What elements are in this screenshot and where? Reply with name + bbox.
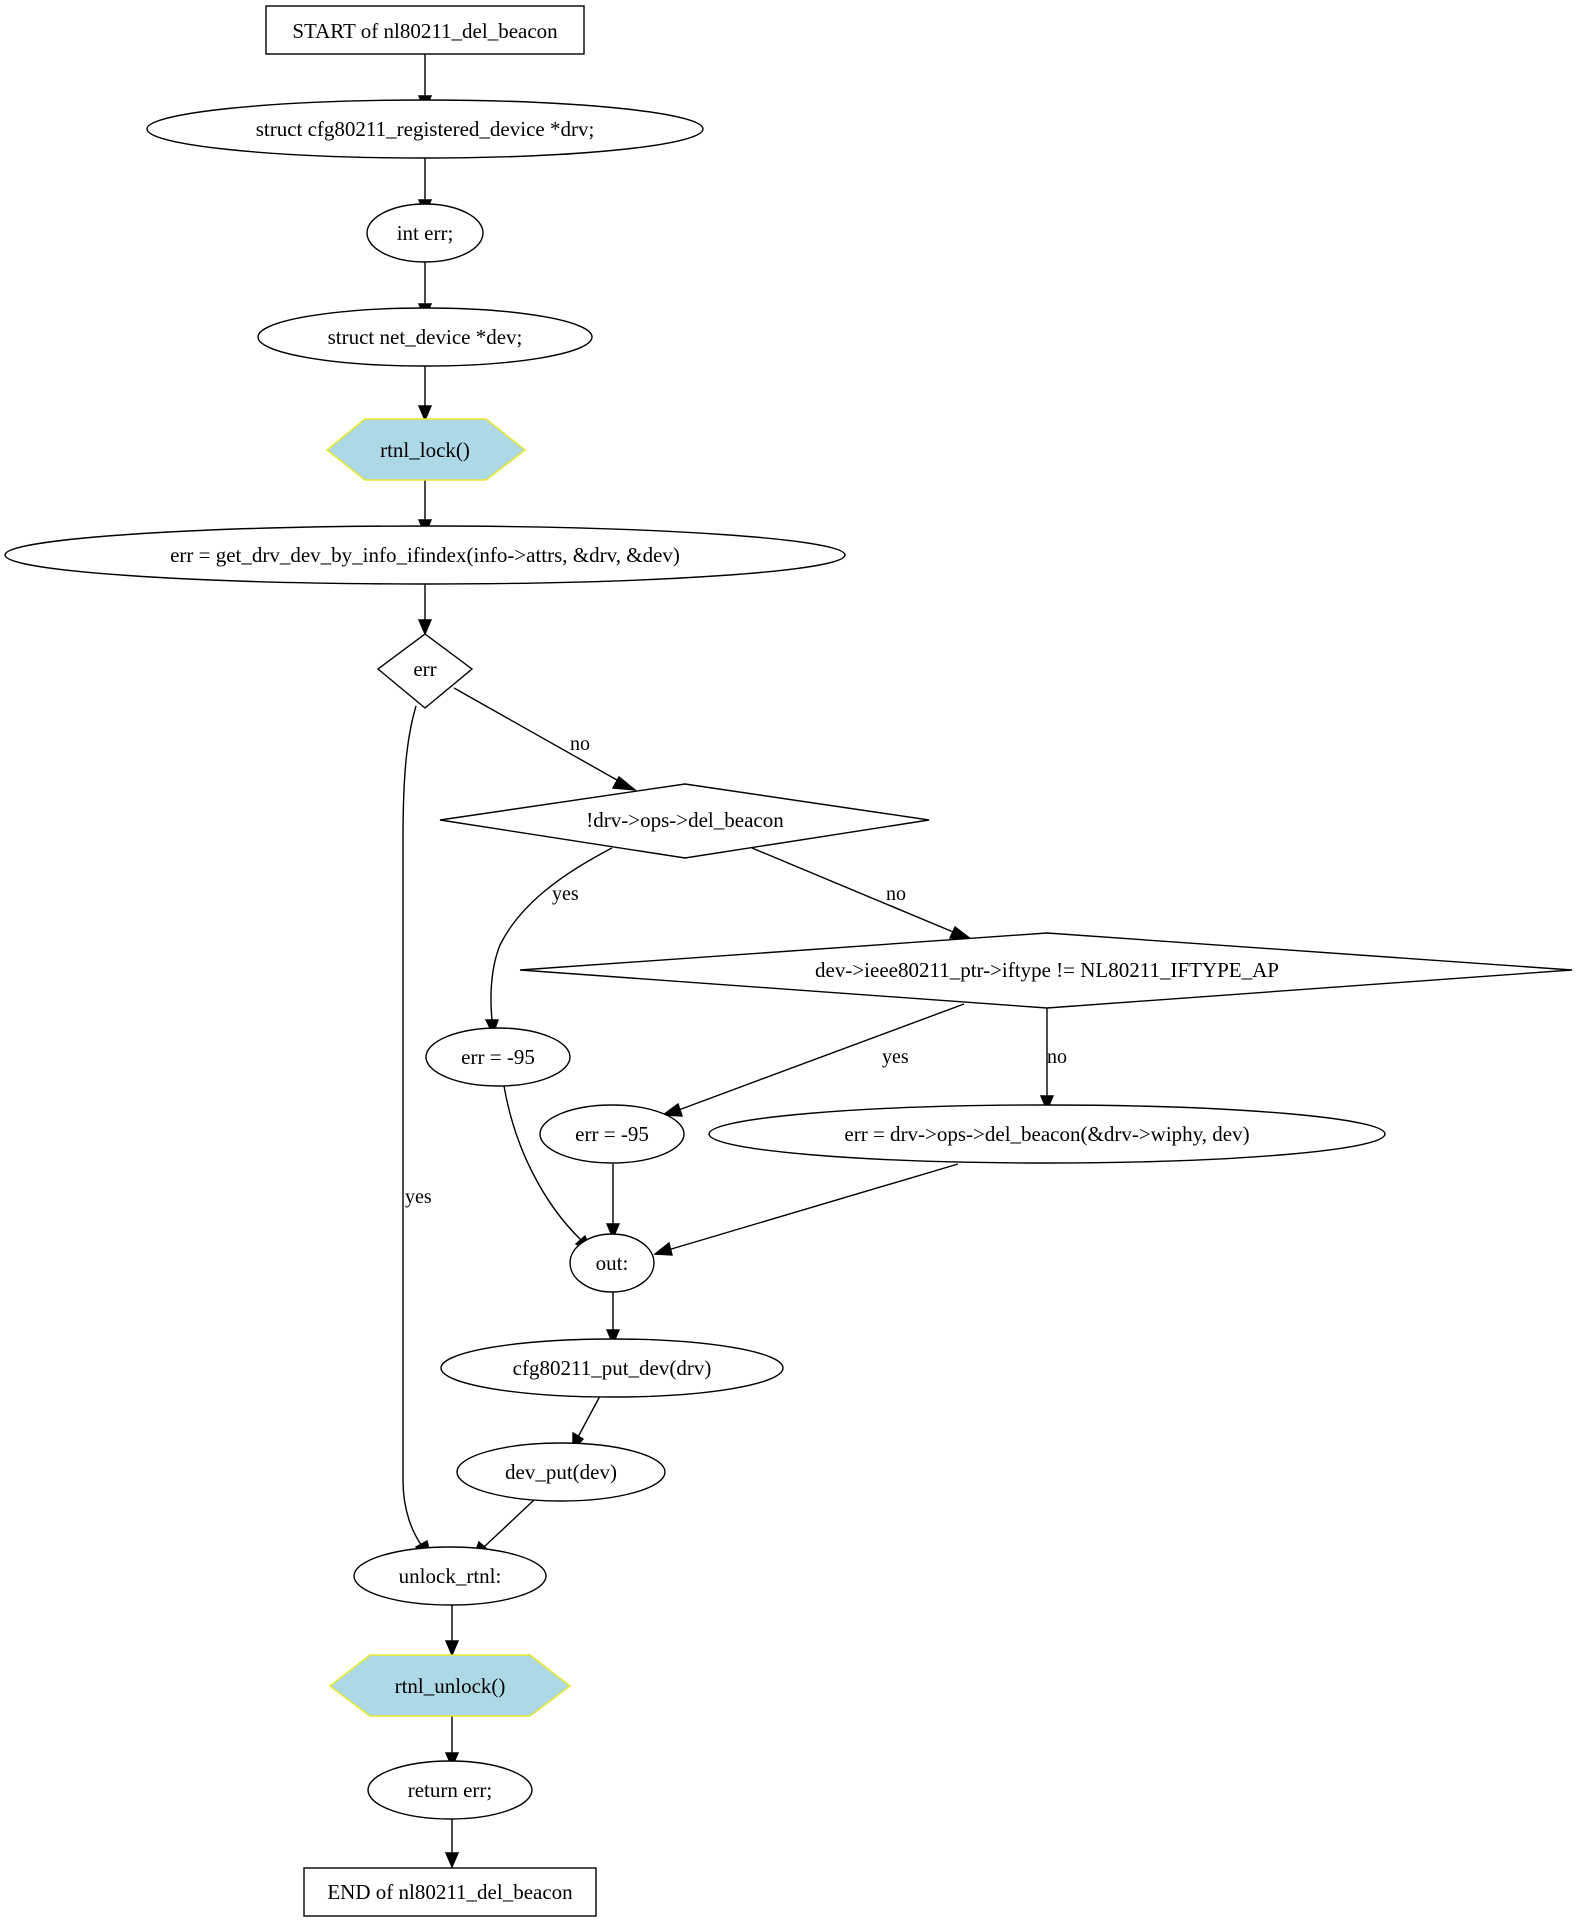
decl-drv-label: struct cfg80211_registered_device *drv; bbox=[256, 117, 595, 141]
cond-iftype-diamond bbox=[519, 932, 1573, 1009]
err95-a-node: err = -95 bbox=[425, 1027, 571, 1087]
edge-arrowhead bbox=[444, 1852, 460, 1869]
end-label: END of nl80211_del_beacon bbox=[327, 1880, 573, 1904]
start-box bbox=[265, 5, 585, 55]
edge-del-beacon-out bbox=[667, 1163, 959, 1251]
decl-err-label: int err; bbox=[397, 221, 454, 245]
edge-err95-a-out bbox=[503, 1085, 582, 1241]
cond-err-diamond bbox=[376, 633, 474, 709]
cond-err-label: err bbox=[413, 657, 436, 681]
cond-iftype-label: dev->ieee80211_ptr->iftype != NL80211_IF… bbox=[815, 958, 1279, 982]
edge-cond-ops-yes bbox=[490, 847, 613, 1021]
dev-put-node: dev_put(dev) bbox=[456, 1442, 666, 1502]
unlock-label-text: unlock_rtnl: bbox=[399, 1564, 502, 1588]
dev-put-label: dev_put(dev) bbox=[505, 1460, 617, 1484]
nodes: START of nl80211_del_beacon struct cfg80… bbox=[4, 5, 1573, 1917]
rtnl-unlock-hexagon bbox=[328, 1654, 572, 1717]
put-dev-label: cfg80211_put_dev(drv) bbox=[513, 1356, 712, 1380]
edge-arrowhead bbox=[484, 1019, 499, 1036]
edge-arrowhead bbox=[661, 1102, 683, 1117]
get-drv-label: err = get_drv_dev_by_info_ifindex(info->… bbox=[170, 543, 680, 567]
err95-a-label: err = -95 bbox=[461, 1045, 535, 1069]
decl-drv-ellipse bbox=[146, 99, 704, 159]
dev-put-ellipse bbox=[456, 1442, 666, 1502]
edge-cond-err-yes bbox=[402, 705, 423, 1547]
edge-cond-err-no bbox=[453, 687, 625, 785]
edge-arrowhead bbox=[611, 775, 638, 791]
cond-ops-diamond bbox=[439, 783, 930, 859]
decl-dev-ellipse bbox=[257, 307, 593, 367]
out-label: out: bbox=[596, 1251, 629, 1275]
end-node: END of nl80211_del_beacon bbox=[303, 1867, 597, 1917]
edge-arrowhead bbox=[444, 1752, 460, 1769]
edge-arrowhead bbox=[417, 405, 433, 422]
cond-iftype-node: dev->ieee80211_ptr->iftype != NL80211_IF… bbox=[519, 932, 1573, 1009]
decl-dev-label: struct net_device *dev; bbox=[328, 325, 523, 349]
get-drv-ellipse bbox=[4, 525, 846, 585]
cond-ops-node: !drv->ops->del_beacon bbox=[439, 783, 930, 859]
edge-arrowhead bbox=[605, 1329, 621, 1346]
edge-label-ops-yes: yes bbox=[552, 883, 579, 905]
start-node: START of nl80211_del_beacon bbox=[265, 5, 585, 55]
del-beacon-call-node: err = drv->ops->del_beacon(&drv->wiphy, … bbox=[708, 1104, 1386, 1164]
edge-label-err-yes: yes bbox=[405, 1186, 432, 1208]
rtnl-lock-hexagon bbox=[325, 418, 527, 481]
edge-put-dev-dev-put bbox=[577, 1395, 601, 1438]
edge-dev-put-unlock bbox=[483, 1499, 535, 1548]
return-node: return err; bbox=[367, 1760, 533, 1820]
edge-labels: no yes yes no yes no bbox=[405, 733, 1067, 1208]
cond-err-node: err bbox=[376, 633, 474, 709]
start-label: START of nl80211_del_beacon bbox=[292, 19, 558, 43]
put-dev-node: cfg80211_put_dev(drv) bbox=[440, 1338, 784, 1398]
edge-label-err-no: no bbox=[570, 733, 590, 755]
decl-drv-node: struct cfg80211_registered_device *drv; bbox=[146, 99, 704, 159]
edge-label-iftype-yes: yes bbox=[882, 1046, 909, 1068]
decl-err-ellipse bbox=[366, 203, 484, 263]
decl-err-node: int err; bbox=[366, 203, 484, 263]
put-dev-ellipse bbox=[440, 1338, 784, 1398]
rtnl-lock-label: rtnl_lock() bbox=[380, 438, 470, 462]
edge-arrowhead bbox=[653, 1241, 673, 1256]
get-drv-node: err = get_drv_dev_by_info_ifindex(info->… bbox=[4, 525, 846, 585]
edge-cond-iftype-yes bbox=[675, 1003, 965, 1112]
edge-cond-ops-no bbox=[751, 847, 959, 935]
edge-arrowhead bbox=[605, 1223, 621, 1240]
rtnl-lock-node: rtnl_lock() bbox=[325, 418, 527, 481]
unlock-label-ellipse bbox=[353, 1546, 547, 1606]
cond-ops-label: !drv->ops->del_beacon bbox=[586, 808, 784, 832]
del-beacon-call-ellipse bbox=[708, 1104, 1386, 1164]
edge-label-ops-no: no bbox=[886, 883, 906, 905]
err95-a-ellipse bbox=[425, 1027, 571, 1087]
edge-arrowhead bbox=[444, 1640, 460, 1657]
edge-arrowhead bbox=[1039, 1095, 1055, 1112]
del-beacon-call-label: err = drv->ops->del_beacon(&drv->wiphy, … bbox=[844, 1122, 1249, 1146]
decl-dev-node: struct net_device *dev; bbox=[257, 307, 593, 367]
err95-b-label: err = -95 bbox=[575, 1122, 649, 1146]
return-ellipse bbox=[367, 1760, 533, 1820]
out-ellipse bbox=[569, 1233, 655, 1293]
err95-b-ellipse bbox=[539, 1104, 685, 1164]
edge-label-iftype-no: no bbox=[1047, 1046, 1067, 1068]
end-box bbox=[303, 1867, 597, 1917]
rtnl-unlock-label: rtnl_unlock() bbox=[395, 1674, 506, 1698]
rtnl-unlock-node: rtnl_unlock() bbox=[328, 1654, 572, 1717]
err95-b-node: err = -95 bbox=[539, 1104, 685, 1164]
return-label: return err; bbox=[408, 1778, 493, 1802]
unlock-label-node: unlock_rtnl: bbox=[353, 1546, 547, 1606]
out-node: out: bbox=[569, 1233, 655, 1293]
edge-arrowhead bbox=[417, 619, 433, 636]
